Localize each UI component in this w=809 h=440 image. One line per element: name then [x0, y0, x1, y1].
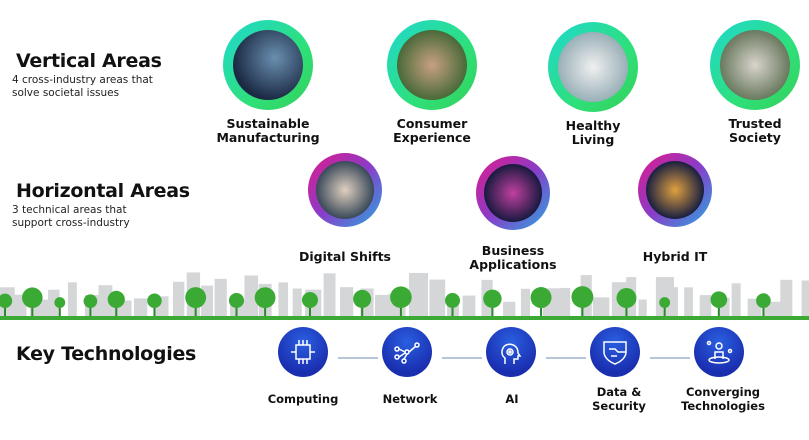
tech-label: Network — [382, 392, 438, 406]
hybrid-it-image[interactable] — [638, 153, 712, 227]
connector-line — [338, 357, 378, 359]
network-icon[interactable] — [382, 327, 432, 377]
business-applications-image[interactable] — [476, 156, 550, 230]
key-technologies-title: Key Technologies — [16, 343, 197, 365]
tech-label: AI — [505, 392, 519, 406]
connector-line — [442, 357, 482, 359]
horizontal-label: Digital Shifts — [299, 249, 391, 264]
connector-line — [546, 357, 586, 359]
shield-icon[interactable] — [590, 327, 640, 377]
healthy-living-image[interactable] — [548, 22, 638, 112]
ai-head-icon[interactable] — [486, 327, 536, 377]
horizontal-label: Hybrid IT — [642, 249, 708, 264]
horizontal-areas-title: Horizontal Areas — [16, 180, 190, 202]
digital-shifts-image[interactable] — [308, 153, 382, 227]
tech-label: Computing — [267, 392, 339, 406]
vertical-areas-title: Vertical Areas — [16, 50, 162, 72]
sustainable-manufacturing-image[interactable] — [223, 20, 313, 110]
city-skyline-illustration — [0, 272, 809, 320]
person-icon[interactable] — [694, 327, 744, 377]
trusted-society-image[interactable] — [710, 20, 800, 110]
consumer-experience-image[interactable] — [387, 20, 477, 110]
tech-label: Data &Security — [592, 385, 646, 413]
connector-line — [650, 357, 690, 359]
chip-icon[interactable] — [278, 327, 328, 377]
